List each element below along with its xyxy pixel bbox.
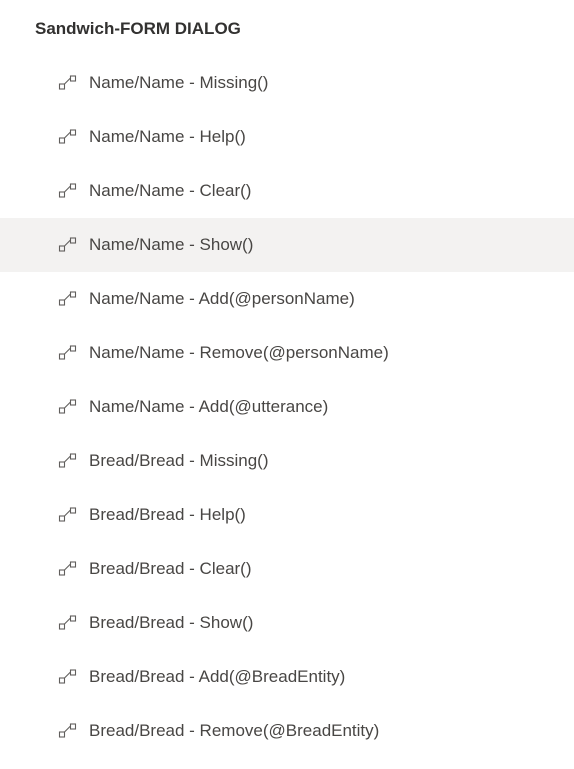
trigger-label: Name/Name - Remove(@personName) [89,343,389,362]
trigger-icon [58,291,77,306]
trigger-label: Name/Name - Show() [89,235,254,254]
trigger-item-name-add-personname[interactable]: Name/Name - Add(@personName) [0,272,574,326]
trigger-item-name-clear[interactable]: Name/Name - Clear() [0,164,574,218]
trigger-list: Name/Name - Missing() Name/Name - Help()… [0,56,574,758]
trigger-item-name-help[interactable]: Name/Name - Help() [0,110,574,164]
trigger-icon [58,129,77,144]
trigger-item-name-remove-personname[interactable]: Name/Name - Remove(@personName) [0,326,574,380]
dialog-title: Sandwich-FORM DIALOG [35,19,241,38]
trigger-icon [58,669,77,684]
trigger-icon [58,507,77,522]
trigger-label: Name/Name - Add(@personName) [89,289,355,308]
trigger-label: Name/Name - Add(@utterance) [89,397,329,416]
trigger-icon [58,399,77,414]
trigger-item-name-show[interactable]: Name/Name - Show() [0,218,574,272]
trigger-icon [58,237,77,252]
trigger-label: Name/Name - Missing() [89,73,269,92]
trigger-item-name-missing[interactable]: Name/Name - Missing() [0,56,574,110]
trigger-label: Bread/Bread - Help() [89,505,246,524]
trigger-icon [58,345,77,360]
trigger-icon [58,75,77,90]
trigger-item-bread-clear[interactable]: Bread/Bread - Clear() [0,542,574,596]
trigger-item-bread-show[interactable]: Bread/Bread - Show() [0,596,574,650]
trigger-label: Bread/Bread - Show() [89,613,254,632]
trigger-label: Bread/Bread - Missing() [89,451,269,470]
trigger-label: Bread/Bread - Add(@BreadEntity) [89,667,346,686]
trigger-item-bread-missing[interactable]: Bread/Bread - Missing() [0,434,574,488]
trigger-icon [58,615,77,630]
trigger-icon [58,561,77,576]
trigger-label: Bread/Bread - Remove(@BreadEntity) [89,721,380,740]
trigger-item-name-add-utterance[interactable]: Name/Name - Add(@utterance) [0,380,574,434]
trigger-label: Bread/Bread - Clear() [89,559,252,578]
trigger-icon [58,453,77,468]
trigger-label: Name/Name - Clear() [89,181,252,200]
trigger-item-bread-remove-breadentity[interactable]: Bread/Bread - Remove(@BreadEntity) [0,704,574,758]
trigger-label: Name/Name - Help() [89,127,246,146]
trigger-icon [58,723,77,738]
trigger-icon [58,183,77,198]
trigger-item-bread-help[interactable]: Bread/Bread - Help() [0,488,574,542]
trigger-item-bread-add-breadentity[interactable]: Bread/Bread - Add(@BreadEntity) [0,650,574,704]
